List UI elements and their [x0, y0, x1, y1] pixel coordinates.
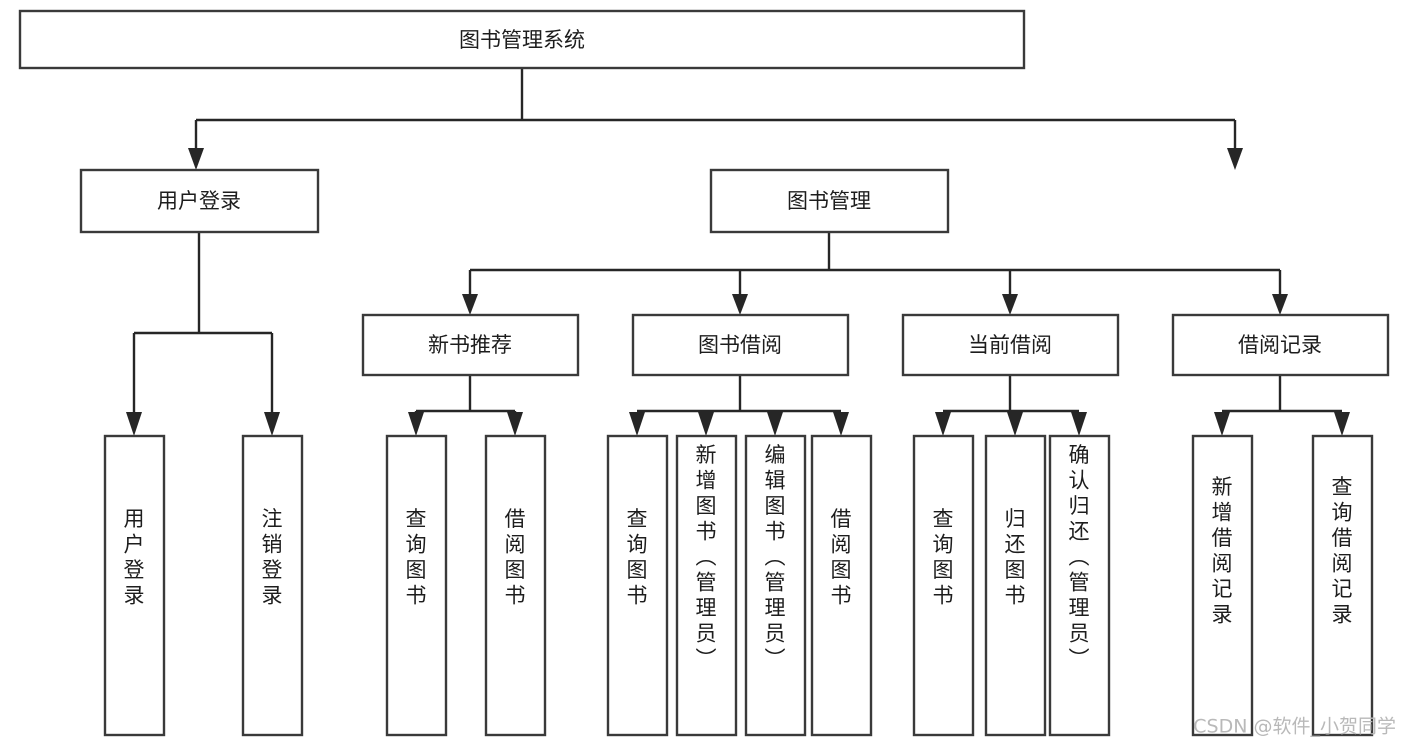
arrow-to-borrow-record: [1272, 294, 1288, 315]
node-leaf-borrow-book-2-box[interactable]: [810, 434, 873, 737]
arrow-to-leaf-return-book: [1007, 412, 1023, 436]
node-leaf-confirm-return[interactable]: 确认归还︵管理员︶: [1048, 434, 1111, 737]
node-leaf-confirm-return-label: 确认归还︵管理员︶: [1069, 443, 1090, 671]
node-borrow-record-label: 借阅记录: [1238, 333, 1322, 357]
node-leaf-edit-book[interactable]: 编辑图书︵管理员︶: [744, 434, 807, 737]
arrow-to-leaf-query-book-1: [408, 412, 424, 436]
arrow-to-leaf-add-record: [1214, 412, 1230, 436]
node-leaf-query-book-3-label: 查询图书: [933, 507, 954, 608]
node-leaf-user-login[interactable]: 用户登录: [103, 434, 166, 737]
node-current-borrow-box[interactable]: [901, 313, 1120, 377]
node-leaf-borrow-book-2[interactable]: 借阅图书: [810, 434, 873, 737]
node-book-borrow-label: 图书借阅: [698, 333, 782, 357]
node-leaf-query-book-3[interactable]: 查询图书: [912, 434, 975, 737]
arrow-to-leaf-edit-book: [767, 412, 783, 436]
node-leaf-query-book-2-label: 查询图书: [627, 507, 648, 608]
node-leaf-query-book-3-box[interactable]: [912, 434, 975, 737]
arrow-to-leaf-borrow-book-1: [507, 412, 523, 436]
arrow-to-current-borrow: [1002, 294, 1018, 315]
node-leaf-borrow-book-1[interactable]: 借阅图书: [484, 434, 547, 737]
arrow-to-leaf-add-book: [698, 412, 714, 436]
node-leaf-return-book[interactable]: 归还图书: [984, 434, 1047, 737]
node-leaf-borrow-book-2-label: 借阅图书: [831, 507, 852, 608]
connectors-layer: [126, 68, 1350, 436]
node-user-login-label: 用户登录: [157, 189, 241, 213]
node-book-manage-box[interactable]: [709, 168, 950, 234]
node-leaf-borrow-book-1-label: 借阅图书: [505, 507, 526, 608]
node-leaf-add-record-label: 新增借阅记录: [1212, 475, 1233, 627]
node-leaf-edit-book-label: 编辑图书︵管理员︶: [765, 443, 786, 671]
node-leaf-logout[interactable]: 注销登录: [241, 434, 304, 737]
node-leaf-add-book-label: 新增图书︵管理员︶: [696, 443, 717, 671]
node-book-borrow[interactable]: 图书借阅: [631, 313, 850, 377]
arrow-to-leaf-confirm-return: [1071, 412, 1087, 436]
node-user-login-box[interactable]: [79, 168, 320, 234]
arrow-to-leaf-query-book-3: [935, 412, 951, 436]
node-leaf-query-book-1-label: 查询图书: [406, 507, 427, 608]
node-leaf-query-book-2-box[interactable]: [606, 434, 669, 737]
node-borrow-record[interactable]: 借阅记录: [1171, 313, 1390, 377]
csdn-watermark: CSDN @软件_小贺同学: [1193, 716, 1396, 738]
node-new-book-rec[interactable]: 新书推荐: [361, 313, 580, 377]
node-root-label: 图书管理系统: [459, 28, 585, 52]
arrow-to-book-manage: [1227, 148, 1243, 170]
node-borrow-record-box[interactable]: [1171, 313, 1390, 377]
arrow-to-leaf-query-book-2: [629, 412, 645, 436]
node-leaf-logout-label: 注销登录: [262, 507, 283, 608]
node-book-manage-label: 图书管理: [787, 189, 871, 213]
node-new-book-rec-label: 新书推荐: [428, 333, 512, 357]
arrow-to-leaf-user-login: [126, 412, 142, 436]
node-leaf-query-book-1[interactable]: 查询图书: [385, 434, 448, 737]
node-book-borrow-box[interactable]: [631, 313, 850, 377]
node-new-book-rec-box[interactable]: [361, 313, 580, 377]
node-leaf-edit-book-box[interactable]: [744, 434, 807, 737]
node-leaf-add-record[interactable]: 新增借阅记录: [1191, 434, 1254, 737]
node-leaf-add-book-box[interactable]: [675, 434, 738, 737]
node-current-borrow-label: 当前借阅: [968, 333, 1052, 357]
arrow-to-leaf-query-record: [1334, 412, 1350, 436]
arrow-to-leaf-logout: [264, 412, 280, 436]
node-leaf-return-book-box[interactable]: [984, 434, 1047, 737]
arrow-to-user-login: [188, 148, 204, 170]
node-leaf-logout-box[interactable]: [241, 434, 304, 737]
node-root-box[interactable]: [18, 9, 1026, 70]
node-user-login[interactable]: 用户登录: [79, 168, 320, 234]
node-book-manage[interactable]: 图书管理: [709, 168, 950, 234]
node-leaf-borrow-book-1-box[interactable]: [484, 434, 547, 737]
node-current-borrow[interactable]: 当前借阅: [901, 313, 1120, 377]
node-leaf-confirm-return-box[interactable]: [1048, 434, 1111, 737]
node-leaf-query-record-box[interactable]: [1311, 434, 1374, 737]
node-leaf-add-record-box[interactable]: [1191, 434, 1254, 737]
node-leaf-return-book-label: 归还图书: [1005, 507, 1026, 608]
arrow-to-leaf-borrow-book-2: [833, 412, 849, 436]
arrow-to-book-borrow: [732, 294, 748, 315]
node-leaf-query-record-label: 查询借阅记录: [1332, 475, 1353, 627]
node-leaf-query-book-1-box[interactable]: [385, 434, 448, 737]
node-root[interactable]: 图书管理系统: [18, 9, 1026, 70]
node-leaf-query-book-2[interactable]: 查询图书: [606, 434, 669, 737]
node-leaf-query-record[interactable]: 查询借阅记录: [1311, 434, 1374, 737]
node-leaf-user-login-box[interactable]: [103, 434, 166, 737]
node-leaf-add-book[interactable]: 新增图书︵管理员︶: [675, 434, 738, 737]
arrow-to-new-book-rec: [462, 294, 478, 315]
node-leaf-user-login-label: 用户登录: [124, 507, 145, 608]
